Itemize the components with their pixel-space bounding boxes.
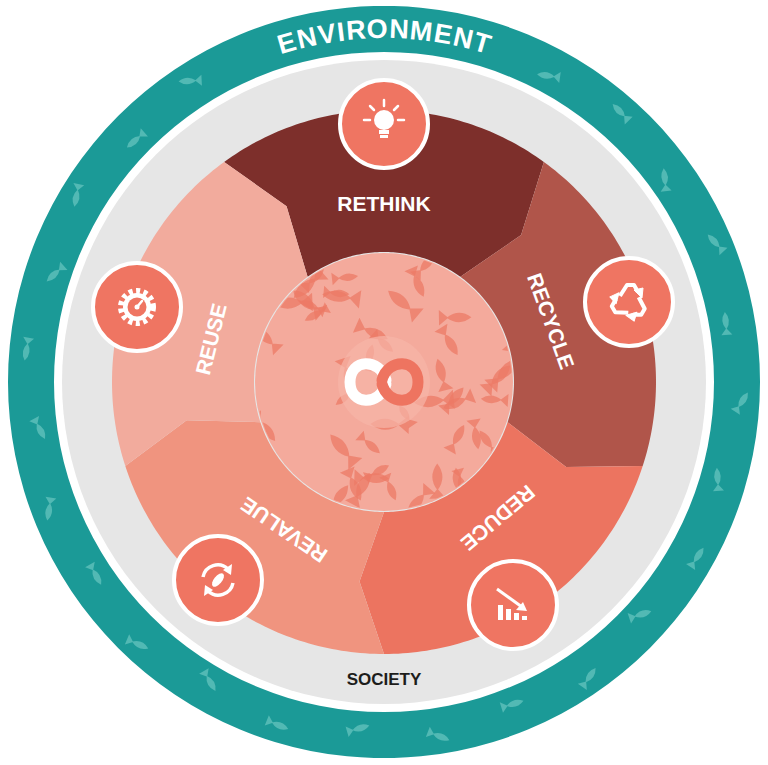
fish-mark [466, 418, 485, 450]
fish-mark [273, 293, 313, 313]
fish-mark [410, 250, 439, 281]
fish-mark [731, 389, 753, 414]
fish-mark [85, 562, 106, 588]
fish-mark [302, 302, 331, 326]
ring-label: SOCIETY [347, 671, 422, 690]
fish-mark [658, 168, 671, 192]
fish-mark [331, 270, 358, 285]
fish-mark [19, 337, 34, 362]
fish-mark [404, 265, 430, 299]
shape-fill [125, 420, 384, 654]
fish-mark [250, 322, 283, 355]
decline-chart-icon [469, 561, 557, 649]
fish-mark [323, 429, 362, 470]
shape-fill [62, 60, 706, 704]
fish-mark [429, 463, 446, 499]
fish-mark [609, 100, 633, 124]
fish-mark [125, 634, 151, 653]
bulb-icon [340, 80, 428, 168]
fish-mark [43, 262, 68, 286]
fish-mark [480, 392, 508, 407]
fish-mark [449, 467, 466, 498]
fish-mark [430, 357, 453, 392]
label-letter: N [389, 15, 410, 45]
shape-fill [8, 6, 760, 758]
fish-pattern [249, 250, 528, 519]
fish-mark [434, 324, 464, 359]
fish-mark [322, 481, 355, 517]
fish-mark [321, 285, 361, 308]
fish-mark [379, 473, 401, 503]
fish-mark [686, 545, 708, 570]
recycle-icon [585, 258, 673, 346]
fish-mark [346, 720, 371, 737]
fish-mark [426, 727, 452, 746]
label-letter: O [366, 15, 388, 45]
fish-mark [719, 311, 732, 335]
fish-mark [265, 715, 291, 734]
label-letter: R [345, 16, 367, 47]
fish-pattern [19, 69, 752, 745]
fish-mark [355, 431, 384, 458]
fish-mark [628, 606, 653, 624]
fish-mark [444, 422, 471, 455]
fish-mark [439, 310, 472, 326]
fish-mark [711, 467, 724, 491]
fish-mark [199, 668, 220, 694]
fish-mark [536, 69, 560, 83]
fish-mark [69, 183, 84, 208]
revalue-cycle-icon [174, 536, 262, 624]
loop-symbol [350, 364, 418, 401]
fish-mark [42, 497, 56, 522]
fish-mark [29, 416, 50, 442]
fish-mark [704, 231, 728, 255]
fish-mark [382, 284, 423, 323]
label-letter: M [409, 16, 435, 48]
center-circle [255, 253, 513, 511]
fish-mark [123, 128, 148, 151]
segment-label: RETHINK [337, 192, 430, 215]
gauge-gear-icon [93, 263, 181, 351]
fish-mark [500, 696, 525, 713]
fish-mark [401, 483, 435, 519]
center-glow [338, 336, 430, 428]
fish-mark [178, 75, 202, 87]
fish-mark [578, 665, 600, 690]
fish-mark [249, 410, 282, 445]
fish-mark [484, 353, 524, 393]
